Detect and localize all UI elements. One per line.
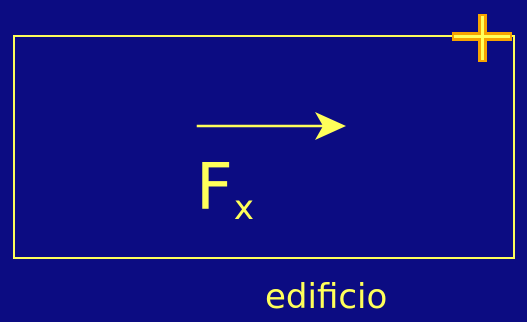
building-caption: edificio xyxy=(265,277,388,317)
crosshair-icon xyxy=(452,14,512,62)
right-arrow-icon xyxy=(196,112,346,140)
building-rectangle xyxy=(13,35,515,259)
force-label: Fx xyxy=(196,143,254,233)
force-subscript: x xyxy=(233,188,254,228)
force-symbol: F xyxy=(196,151,233,225)
